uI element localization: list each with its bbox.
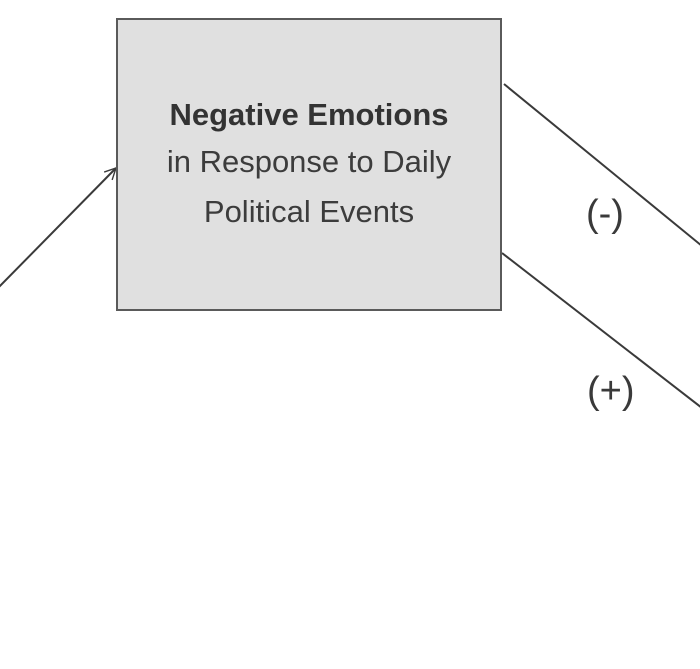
edge-label-positive: (+): [587, 370, 635, 412]
edge-label-negative: (-): [586, 193, 624, 235]
node-subtitle-line-2: Political Events: [203, 193, 415, 229]
outgoing-line-negative: [503, 83, 700, 246]
node-subtitle-line-1: in Response to Daily: [166, 143, 452, 179]
node-title: Negative Emotions: [169, 96, 449, 132]
incoming-arrow: [0, 168, 116, 288]
negative-emotions-node: Negative Emotions in Response to Daily P…: [116, 18, 502, 311]
outgoing-line-positive: [501, 252, 700, 408]
